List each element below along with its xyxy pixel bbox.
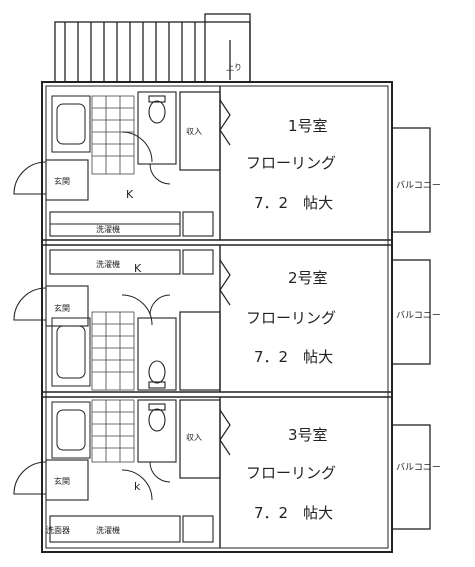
unit-3-balcony: バルコニー <box>396 462 441 473</box>
unit-1-kitchen: K <box>126 188 134 201</box>
unit-2-name: 2号室 <box>288 269 328 287</box>
unit-1-washroom: 洗濯機 <box>96 224 120 234</box>
unit-2-entrance: 玄関 <box>54 303 70 313</box>
unit-2-balcony: バルコニー <box>396 310 441 321</box>
unit-1-flooring: フローリング <box>246 154 336 172</box>
unit-2-flooring: フローリング <box>246 309 336 327</box>
unit-3-washroom: 洗濯機 <box>96 525 120 535</box>
unit-dividers <box>42 239 392 398</box>
unit-1-balcony: バルコニー <box>396 180 441 191</box>
unit-1-name: 1号室 <box>288 117 328 135</box>
unit-3-name: 3号室 <box>288 426 328 444</box>
toilets <box>137 91 177 463</box>
door-swings <box>121 131 171 501</box>
unit-3-closet: 収入 <box>186 432 202 442</box>
wall-breaks <box>219 99 231 456</box>
unit-2-size: 7．2 帖大 <box>254 348 333 366</box>
unit-3-entrance: 玄関 <box>54 476 70 486</box>
unit-2-kitchen: K <box>134 262 142 275</box>
kitchen-counters <box>49 211 214 543</box>
stair-label: 上り <box>226 63 242 72</box>
unit-1-entrance: 玄関 <box>54 176 70 186</box>
unit-3-kitchen: k <box>134 480 141 493</box>
unit-1-size: 7．2 帖大 <box>254 194 333 212</box>
entrances <box>13 159 89 501</box>
unit-3-size: 7．2 帖大 <box>254 504 333 522</box>
balconies <box>391 127 431 530</box>
unit-1-closet: 収入 <box>186 126 202 136</box>
unit-3-sink: 洗面器 <box>46 525 70 535</box>
unit-2-washroom: 洗濯機 <box>96 259 120 269</box>
unit-3-flooring: フローリング <box>246 464 336 482</box>
